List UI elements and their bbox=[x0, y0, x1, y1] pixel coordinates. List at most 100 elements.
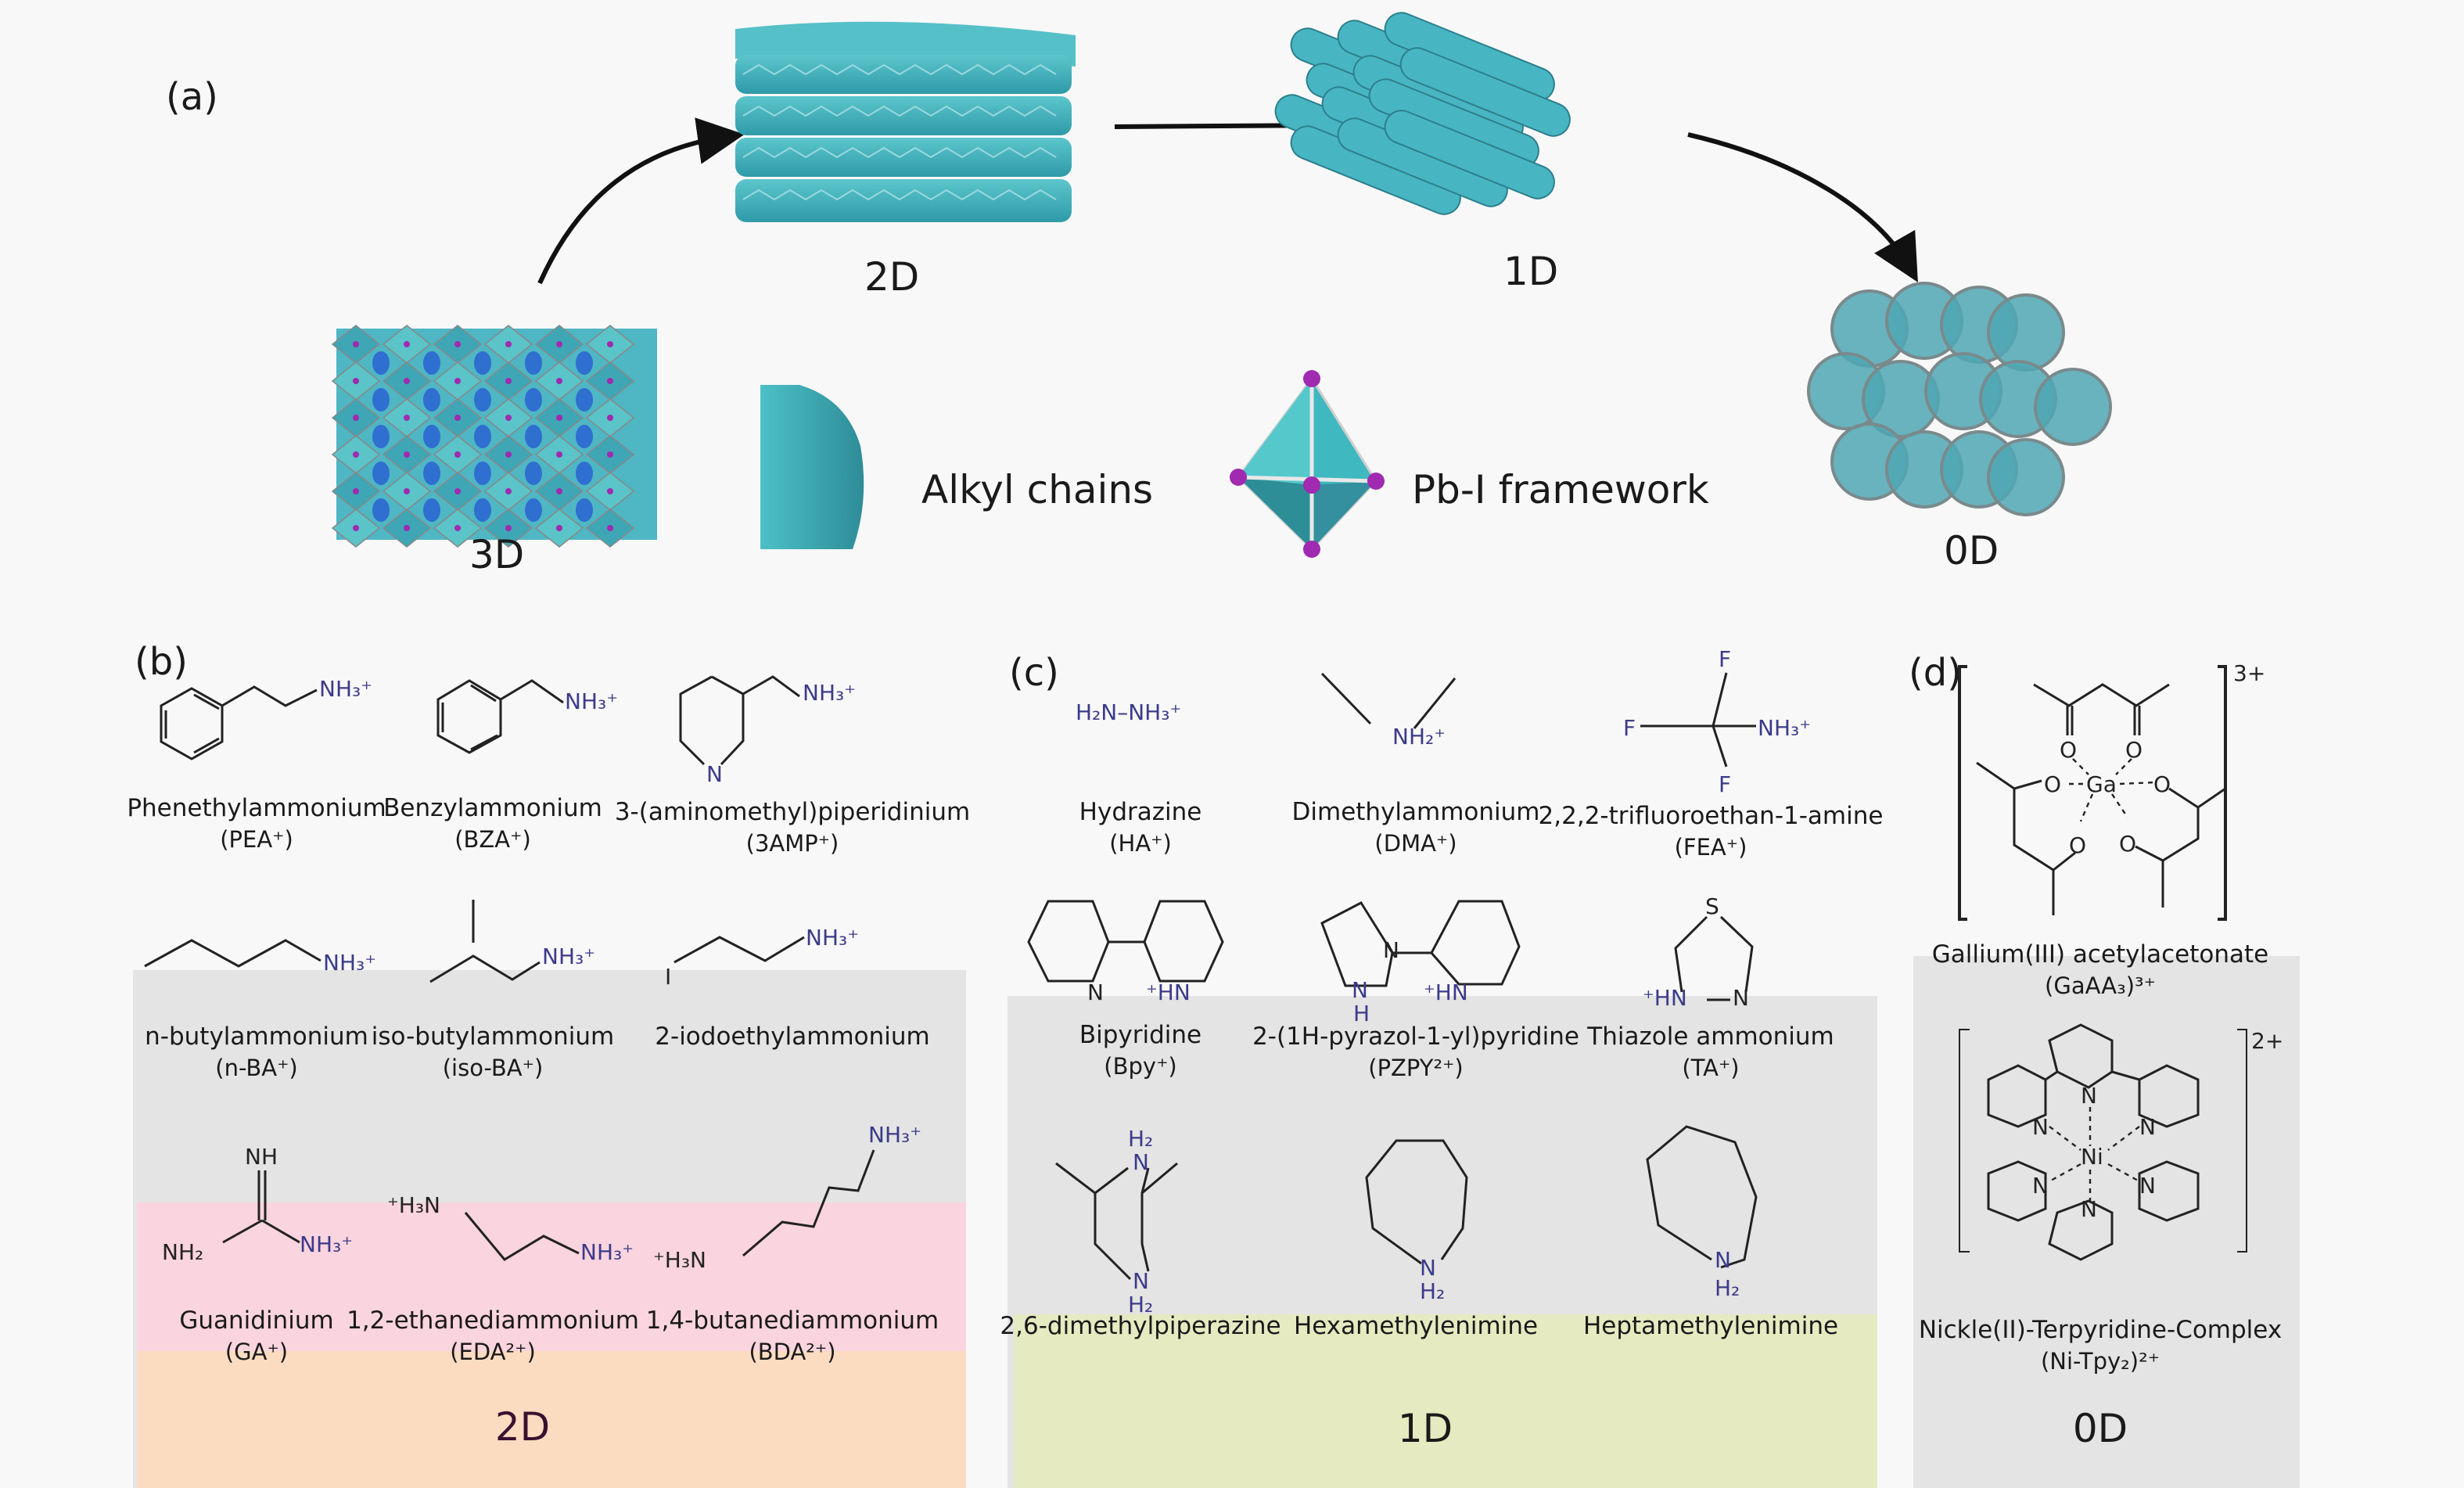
svg-text:H₂: H₂ bbox=[1128, 1126, 1153, 1152]
structure-bpy: N ⁺HN bbox=[1027, 900, 1224, 1005]
svg-text:H₂: H₂ bbox=[1420, 1278, 1445, 1304]
svg-text:3+: 3+ bbox=[2233, 660, 2265, 686]
svg-text:N: N bbox=[1420, 1255, 1436, 1281]
svg-text:⁺H₃N: ⁺H₃N bbox=[653, 1247, 706, 1273]
mol-name-fea: 2,2,2-trifluoroethan-1-amine(FEA⁺) bbox=[1538, 802, 1884, 861]
svg-text:NH₃⁺: NH₃⁺ bbox=[542, 943, 595, 969]
svg-text:Ga: Ga bbox=[2086, 771, 2117, 797]
svg-text:N: N bbox=[1087, 979, 1104, 1005]
svg-text:NH₃⁺: NH₃⁺ bbox=[565, 688, 618, 714]
category-label-1d: 1D bbox=[1397, 1406, 1453, 1451]
svg-text:NH₃⁺: NH₃⁺ bbox=[323, 950, 376, 976]
structure-ga: NH NH₂ NH₃⁺ bbox=[162, 1144, 353, 1265]
svg-text:2+: 2+ bbox=[2251, 1028, 2283, 1054]
svg-text:O: O bbox=[2153, 771, 2171, 797]
structure-gaaa3: 3+ O O Ga O O O O bbox=[1958, 660, 2265, 921]
mol-name-hexamethylenimine: Hexamethylenimine bbox=[1293, 1312, 1539, 1340]
structure-bza: NH₃⁺ bbox=[436, 679, 618, 754]
crystal-3d-illustration bbox=[331, 325, 657, 548]
structure-3amp: N NH₃⁺ bbox=[679, 675, 856, 787]
svg-text:NH₃⁺: NH₃⁺ bbox=[806, 925, 859, 951]
svg-text:F: F bbox=[1623, 715, 1636, 741]
svg-text:H₂: H₂ bbox=[1128, 1292, 1153, 1317]
svg-text:O: O bbox=[2060, 737, 2077, 763]
mol-name-heptamethylenimine: Heptamethylenimine bbox=[1582, 1312, 1839, 1340]
structure-iso-ba: NH₃⁺ bbox=[429, 900, 595, 983]
panel-a-letter: (a) bbox=[166, 75, 218, 119]
svg-text:H: H bbox=[1353, 1001, 1370, 1026]
legend-pb-i-framework: Pb-I framework bbox=[1412, 467, 1709, 512]
mol-name-bda: 1,4-butanediammonium(BDA²⁺) bbox=[645, 1306, 939, 1365]
svg-text:N: N bbox=[2139, 1114, 2156, 1140]
svg-text:NH: NH bbox=[245, 1144, 278, 1170]
svg-text:NH₃⁺: NH₃⁺ bbox=[300, 1231, 353, 1257]
mol-name-pzpy: 2-(1H-pyrazol-1-yl)pyridine(PZPY²⁺) bbox=[1252, 1023, 1579, 1081]
svg-text:S: S bbox=[1705, 893, 1719, 919]
alkyl-chains-swatch-icon bbox=[760, 385, 864, 549]
mol-name-pea: Phenethylammonium(PEA⁺) bbox=[127, 794, 386, 853]
category-label-0d: 0D bbox=[2072, 1406, 2128, 1451]
structure-pzpy: N N H ⁺HN bbox=[1320, 900, 1521, 1026]
svg-text:N: N bbox=[2032, 1173, 2049, 1199]
mol-name-bpy: Bipyridine(Bpy⁺) bbox=[1079, 1021, 1202, 1080]
svg-text:H₂: H₂ bbox=[1715, 1275, 1740, 1301]
rods-1d-illustration bbox=[1274, 12, 1571, 215]
svg-text:O: O bbox=[2069, 832, 2086, 858]
svg-text:⁺HN: ⁺HN bbox=[1424, 979, 1468, 1005]
svg-text:N: N bbox=[2032, 1114, 2049, 1140]
svg-text:NH₂: NH₂ bbox=[162, 1239, 203, 1265]
mol-name-ga: Guanidinium(GA⁺) bbox=[179, 1306, 334, 1365]
stage-label-2d: 2D bbox=[864, 254, 920, 300]
svg-text:NH₃⁺: NH₃⁺ bbox=[803, 680, 856, 706]
svg-text:N: N bbox=[1133, 1268, 1149, 1294]
svg-text:⁺HN: ⁺HN bbox=[1643, 985, 1687, 1011]
mol-name-gaaa3: Gallium(III) acetylacetonate(GaAA₃)³⁺ bbox=[1931, 940, 2269, 999]
structure-fea: F F F NH₃⁺ bbox=[1623, 646, 1811, 797]
svg-text:H₂N–NH₃⁺: H₂N–NH₃⁺ bbox=[1076, 699, 1181, 725]
structure-ta: S ⁺HN N bbox=[1643, 893, 1754, 1011]
svg-text:F: F bbox=[1719, 771, 1731, 797]
mol-name-3amp: 3-(aminomethyl)piperidinium(3AMP⁺) bbox=[614, 798, 971, 857]
svg-text:N: N bbox=[1715, 1247, 1731, 1273]
mol-name-n-ba: n-butylammonium(n-BA⁺) bbox=[145, 1023, 368, 1081]
mol-name-bza: Benzylammonium(BZA⁺) bbox=[383, 794, 602, 853]
structure-hexamethylenimine: N H₂ bbox=[1365, 1139, 1468, 1304]
pb-i-octahedron-icon bbox=[1230, 370, 1385, 558]
legend-alkyl-chains: Alkyl chains bbox=[921, 467, 1154, 512]
structure-ha: H₂N–NH₃⁺ bbox=[1076, 699, 1181, 725]
stage-label-0d: 0D bbox=[1944, 528, 1999, 573]
svg-text:N: N bbox=[1352, 977, 1368, 1003]
svg-text:F: F bbox=[1719, 646, 1731, 672]
category-label-2d: 2D bbox=[494, 1404, 551, 1450]
structure-heptamethylenimine: N H₂ bbox=[1646, 1125, 1758, 1301]
mol-name-dimethylpiperazine: 2,6-dimethylpiperazine bbox=[1000, 1312, 1281, 1340]
svg-text:Ni: Ni bbox=[2081, 1144, 2103, 1170]
panel-c-letter: (c) bbox=[1009, 651, 1059, 695]
svg-text:O: O bbox=[2125, 737, 2143, 763]
mol-name-ha: Hydrazine(HA⁺) bbox=[1079, 798, 1202, 857]
svg-text:N: N bbox=[2081, 1196, 2097, 1222]
structure-dma: NH₂⁺ bbox=[1320, 672, 1456, 749]
panel-b-peach-band bbox=[137, 1351, 966, 1488]
stage-label-3d: 3D bbox=[469, 532, 525, 577]
svg-text:⁺HN: ⁺HN bbox=[1146, 979, 1191, 1005]
mol-name-dma: Dimethylammonium(DMA⁺) bbox=[1291, 798, 1540, 857]
stage-label-1d: 1D bbox=[1503, 249, 1559, 294]
mol-name-ni-tpy2: Nickle(II)-Terpyridine-Complex(Ni-Tpy₂)²… bbox=[1918, 1316, 2283, 1375]
mol-name-ta: Thiazole ammonium(TA⁺) bbox=[1587, 1023, 1834, 1081]
svg-text:N: N bbox=[2081, 1083, 2097, 1109]
svg-text:⁺H₃N: ⁺H₃N bbox=[387, 1192, 440, 1218]
structure-2-iodoethylammonium: I NH₃⁺ bbox=[665, 925, 859, 990]
mol-name-2-iodoethylammonium: 2-iodoethylammonium bbox=[655, 1023, 930, 1051]
structure-ni-tpy2: 2+ N N N Ni N N N bbox=[1959, 1023, 2283, 1261]
mol-name-iso-ba: iso-butylammonium(iso-BA⁺) bbox=[371, 1023, 615, 1081]
structure-eda: ⁺H₃N NH₃⁺ bbox=[387, 1192, 634, 1265]
svg-text:N: N bbox=[2139, 1173, 2156, 1199]
layered-2d-illustration bbox=[735, 21, 1076, 222]
structure-n-ba: NH₃⁺ bbox=[144, 939, 376, 976]
arrow-3d-to-2d bbox=[537, 117, 745, 285]
structure-pea: NH₃⁺ bbox=[160, 676, 372, 760]
panel-d-gray-band bbox=[1913, 956, 2300, 1488]
svg-text:I: I bbox=[665, 964, 671, 990]
svg-text:NH₃⁺: NH₃⁺ bbox=[1758, 715, 1811, 741]
